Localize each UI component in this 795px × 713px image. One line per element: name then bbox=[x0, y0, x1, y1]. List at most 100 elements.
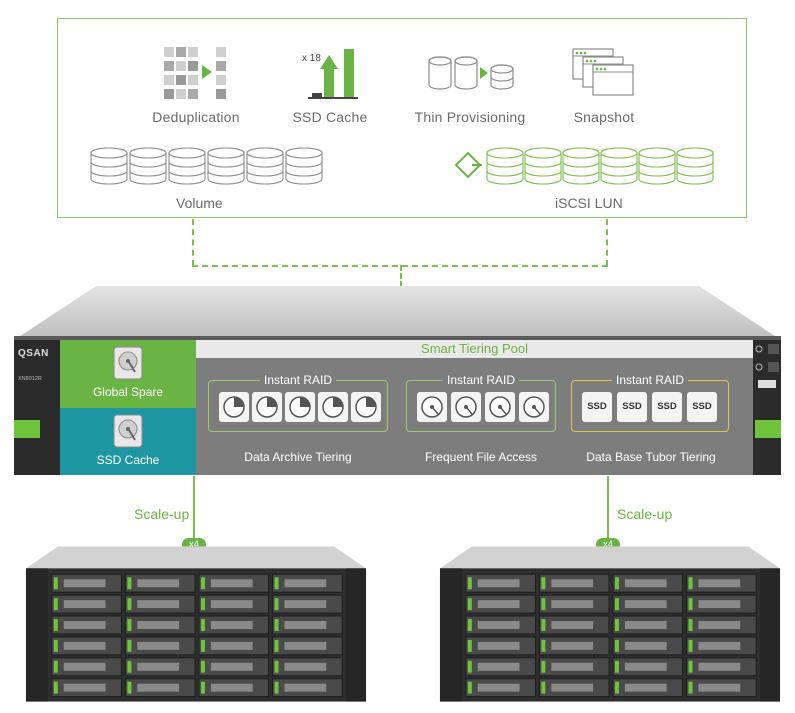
drive-bay bbox=[538, 657, 610, 677]
ssd-disk: SSD bbox=[652, 392, 682, 422]
drive-bay bbox=[538, 573, 610, 593]
dashed-connector-center bbox=[400, 265, 402, 287]
drive-bay bbox=[198, 573, 270, 593]
server-front-panel: QSAN XN8012R Global Spare SSD Cache S bbox=[14, 340, 781, 475]
raid-group-database: Instant RAID SSD SSD SSD SSD bbox=[571, 373, 729, 432]
drive-bay bbox=[51, 636, 122, 656]
drive-bay bbox=[198, 594, 270, 614]
drive-bay bbox=[686, 573, 757, 593]
ssd-cache-slot: SSD Cache bbox=[60, 408, 196, 475]
thin-provisioning-label: Thin Provisioning bbox=[414, 109, 526, 125]
drive-bay bbox=[272, 594, 343, 614]
drive-bay bbox=[686, 678, 757, 698]
tier-label-archive: Data Archive Tiering bbox=[244, 450, 352, 464]
drive-bay bbox=[124, 657, 196, 677]
volume-label: Volume bbox=[176, 195, 223, 211]
raid-group-title: Instant RAID bbox=[442, 373, 520, 387]
global-spare-slot: Global Spare bbox=[60, 340, 196, 408]
raid-group-archive: Instant RAID bbox=[208, 373, 388, 432]
drive-bay bbox=[612, 573, 684, 593]
drive-bay bbox=[124, 594, 196, 614]
drive-bay bbox=[51, 678, 122, 698]
drive-bay bbox=[272, 573, 343, 593]
ssd-cache-slot-label: SSD Cache bbox=[96, 453, 160, 467]
drive-bay bbox=[465, 594, 536, 614]
hdd-disk bbox=[318, 392, 348, 422]
hdd-icon bbox=[113, 346, 143, 380]
drive-bay bbox=[538, 594, 610, 614]
drive-bay bbox=[686, 615, 757, 635]
drive-bay bbox=[465, 615, 536, 635]
iscsi-lun-label: iSCSI LUN bbox=[555, 195, 623, 211]
raid-group-frequent: Instant RAID bbox=[406, 373, 556, 432]
tier-label-frequent: Frequent File Access bbox=[424, 450, 538, 464]
drive-bay bbox=[124, 573, 196, 593]
drive-bay bbox=[465, 678, 536, 698]
raid-group-title: Instant RAID bbox=[611, 373, 689, 387]
iscsi-lun-disks-icon bbox=[454, 147, 714, 185]
drive-bay bbox=[538, 615, 610, 635]
hdd-disk bbox=[252, 392, 282, 422]
brand-logo: QSAN bbox=[18, 348, 49, 359]
deduplication-icon bbox=[164, 47, 226, 99]
drive-bay bbox=[272, 678, 343, 698]
ssd-cache-icon: x 18 bbox=[302, 49, 358, 99]
drive-bay bbox=[612, 636, 684, 656]
drive-bay bbox=[51, 573, 122, 593]
drive-bay bbox=[465, 573, 536, 593]
thin-provisioning-icon bbox=[428, 56, 514, 90]
volume-disks-icon bbox=[90, 147, 323, 185]
drive-bay bbox=[612, 594, 684, 614]
drive-bay bbox=[686, 636, 757, 656]
drive-bay bbox=[465, 636, 536, 656]
hdd-disk bbox=[519, 392, 549, 422]
drive-bay bbox=[51, 615, 122, 635]
control-panel-icons bbox=[755, 344, 781, 438]
drive-bay bbox=[272, 615, 343, 635]
drive-bay bbox=[686, 657, 757, 677]
ssd-multiplier: x 18 bbox=[302, 53, 321, 64]
drive-bay bbox=[465, 657, 536, 677]
drive-bay bbox=[538, 636, 610, 656]
drive-bay bbox=[198, 615, 270, 635]
drive-bay bbox=[124, 636, 196, 656]
expansion-enclosure-left bbox=[25, 546, 367, 702]
snapshot-icon bbox=[572, 48, 634, 96]
drive-bay bbox=[51, 657, 122, 677]
drive-bay bbox=[124, 615, 196, 635]
hdd-disk bbox=[285, 392, 315, 422]
drive-bay bbox=[51, 594, 122, 614]
drive-bay bbox=[124, 678, 196, 698]
drive-bay bbox=[198, 678, 270, 698]
snapshot-label: Snapshot bbox=[573, 109, 635, 125]
deduplication-label: Deduplication bbox=[152, 109, 240, 125]
server-chassis-top bbox=[14, 286, 781, 342]
expansion-enclosure-right bbox=[439, 546, 781, 702]
drive-bay bbox=[612, 678, 684, 698]
ssd-disk: SSD bbox=[582, 392, 612, 422]
drive-bay bbox=[272, 636, 343, 656]
scale-up-label-left: Scale-up bbox=[134, 506, 190, 522]
storage-features-panel: Deduplication x 18 SSD Cache Thin Provis… bbox=[57, 18, 747, 218]
drive-bay bbox=[198, 636, 270, 656]
server-model: XN8012R bbox=[18, 376, 42, 382]
ssd-disk: SSD bbox=[687, 392, 717, 422]
scale-up-label-right: Scale-up bbox=[617, 506, 673, 522]
deduplication-feature: Deduplication bbox=[136, 47, 256, 125]
smart-tiering-pool: Smart Tiering Pool Instant RAID Data Arc… bbox=[196, 340, 753, 475]
server-left-ear: QSAN XN8012R bbox=[14, 340, 60, 475]
ssd-cache-feature: x 18 SSD Cache bbox=[280, 47, 380, 125]
ssd-disk: SSD bbox=[617, 392, 647, 422]
hdd-disk bbox=[485, 392, 515, 422]
main-storage-server: QSAN XN8012R Global Spare SSD Cache S bbox=[14, 286, 781, 476]
drive-bay bbox=[272, 657, 343, 677]
dashed-connector-right bbox=[606, 219, 608, 266]
drive-bay bbox=[198, 657, 270, 677]
hdd-icon bbox=[113, 414, 143, 448]
hdd-disk bbox=[451, 392, 481, 422]
scale-up-line-left bbox=[193, 476, 195, 538]
left-handle-latch[interactable] bbox=[14, 420, 40, 438]
hdd-disk bbox=[417, 392, 447, 422]
hdd-disk bbox=[219, 392, 249, 422]
drive-bay bbox=[612, 657, 684, 677]
